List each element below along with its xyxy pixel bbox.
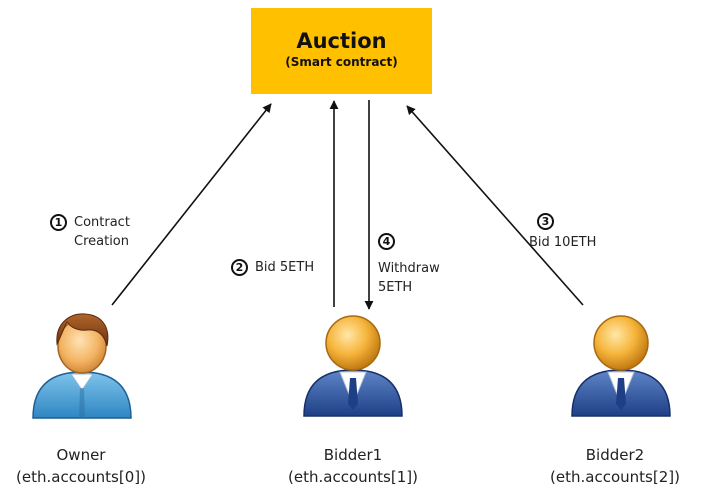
bidder1-label: Bidder1 (eth.accounts[1]) — [263, 444, 443, 488]
arrow-owner-to-contract — [111, 103, 272, 306]
bidder2-name: Bidder2 — [585, 446, 645, 464]
owner-label: Owner (eth.accounts[0]) — [0, 444, 171, 488]
bidder2-account: (eth.accounts[2]) — [550, 468, 680, 486]
smart-contract-box: Auction (Smart contract) — [251, 8, 432, 94]
bidder2-label: Bidder2 (eth.accounts[2]) — [525, 444, 705, 488]
step-number-badge: 1 — [50, 214, 67, 231]
bidder2-person-icon — [566, 308, 676, 418]
step-2-text: Bid 5ETH — [255, 260, 315, 275]
contract-title: Auction — [296, 29, 387, 53]
step-3-text: Bid 10ETH — [529, 235, 597, 250]
owner-account: (eth.accounts[0]) — [16, 468, 146, 486]
arrow-bidder2-bid — [406, 105, 584, 306]
bidder1-name: Bidder1 — [323, 446, 383, 464]
step-4-text: Withdraw 5ETH — [378, 261, 440, 295]
bidder1-account: (eth.accounts[1]) — [288, 468, 418, 486]
step-number-badge: 3 — [537, 213, 554, 230]
step-1-text: Contract Creation — [74, 215, 130, 249]
step-number-badge: 2 — [231, 259, 248, 276]
contract-subtitle: (Smart contract) — [285, 55, 398, 69]
step-number-badge: 4 — [378, 233, 395, 250]
owner-person-icon — [27, 310, 137, 420]
owner-name: Owner — [56, 446, 106, 464]
bidder1-person-icon — [298, 308, 408, 418]
